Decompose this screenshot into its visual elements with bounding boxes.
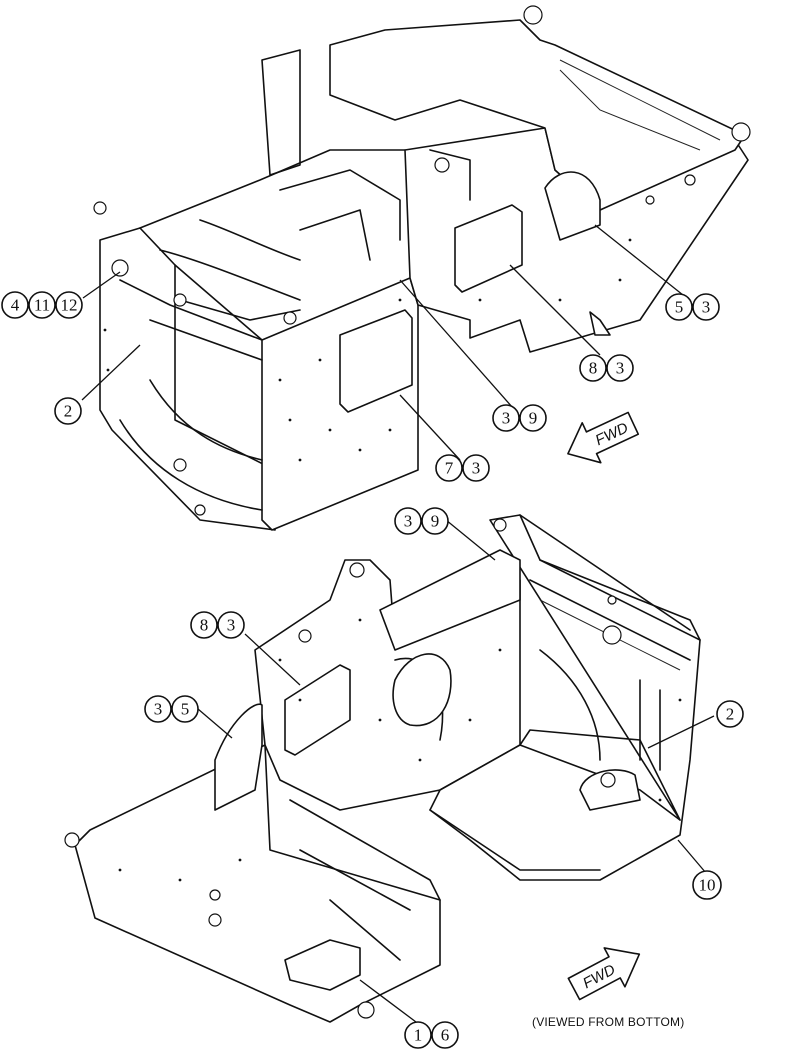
upper-rear-lobe-plate xyxy=(544,171,601,241)
fwd-arrow-lower: FWD xyxy=(567,947,641,1001)
svg-text:7: 7 xyxy=(445,459,454,478)
svg-text:8: 8 xyxy=(589,359,598,378)
svg-text:8: 8 xyxy=(200,616,209,635)
lower-side-plate-3-5 xyxy=(214,703,263,811)
callout-1-6: 1 6 xyxy=(404,1021,459,1049)
svg-text:3: 3 xyxy=(154,700,163,719)
callout-3-9-lower: 3 9 xyxy=(394,507,449,535)
upper-top-rail xyxy=(329,19,746,211)
upper-lifting-eye-2 xyxy=(731,122,751,142)
svg-text:6: 6 xyxy=(441,1026,450,1045)
svg-text:3: 3 xyxy=(404,512,413,531)
leader-lines xyxy=(81,224,715,1026)
callout-8-3: 8 3 xyxy=(579,354,634,382)
svg-text:4: 4 xyxy=(11,296,20,315)
svg-text:3: 3 xyxy=(702,298,711,317)
svg-text:3: 3 xyxy=(472,459,481,478)
callout-7-3: 7 3 xyxy=(435,454,490,482)
callout-3-9: 3 9 xyxy=(492,404,547,432)
svg-text:9: 9 xyxy=(529,409,538,428)
upper-front-cover-plate xyxy=(339,309,413,413)
svg-text:5: 5 xyxy=(181,700,190,719)
svg-text:9: 9 xyxy=(431,512,440,531)
lower-cover-plate-8-3 xyxy=(284,664,351,756)
callout-2-lower: 2 xyxy=(716,700,744,728)
callout-3-5: 3 5 xyxy=(144,695,199,723)
svg-text:2: 2 xyxy=(64,402,73,421)
lower-oval-cutout xyxy=(392,653,452,727)
svg-text:1: 1 xyxy=(414,1026,423,1045)
fwd-arrow-upper: FWD xyxy=(567,411,640,464)
upper-rear-post xyxy=(261,49,301,176)
lower-lifting-eye-1 xyxy=(64,832,80,848)
callout-8-3-lower: 8 3 xyxy=(190,611,245,639)
upper-right-cover-plate xyxy=(454,204,523,293)
svg-text:12: 12 xyxy=(61,296,78,315)
lower-lifting-eye-2 xyxy=(357,1001,375,1019)
svg-text:3: 3 xyxy=(227,616,236,635)
svg-text:5: 5 xyxy=(675,298,684,317)
upper-tie-down-hook xyxy=(589,311,611,336)
upper-frame-view xyxy=(93,5,751,531)
lower-frame-view xyxy=(64,514,701,1023)
callout-5-3: 5 3 xyxy=(665,293,720,321)
lower-access-plate xyxy=(284,939,361,991)
svg-text:11: 11 xyxy=(34,296,50,315)
svg-text:10: 10 xyxy=(699,876,716,895)
lower-bracket-plate-3-9 xyxy=(379,549,521,651)
svg-text:3: 3 xyxy=(616,359,625,378)
view-caption: (VIEWED FROM BOTTOM) xyxy=(532,1015,685,1029)
lower-rear-pad xyxy=(579,769,641,811)
svg-text:2: 2 xyxy=(726,705,735,724)
svg-text:3: 3 xyxy=(502,409,511,428)
callout-2: 2 xyxy=(54,397,82,425)
callout-10: 10 xyxy=(692,870,722,900)
callout-4-11-12: 4 11 12 xyxy=(1,291,83,319)
upper-lifting-eye-1 xyxy=(523,5,543,25)
